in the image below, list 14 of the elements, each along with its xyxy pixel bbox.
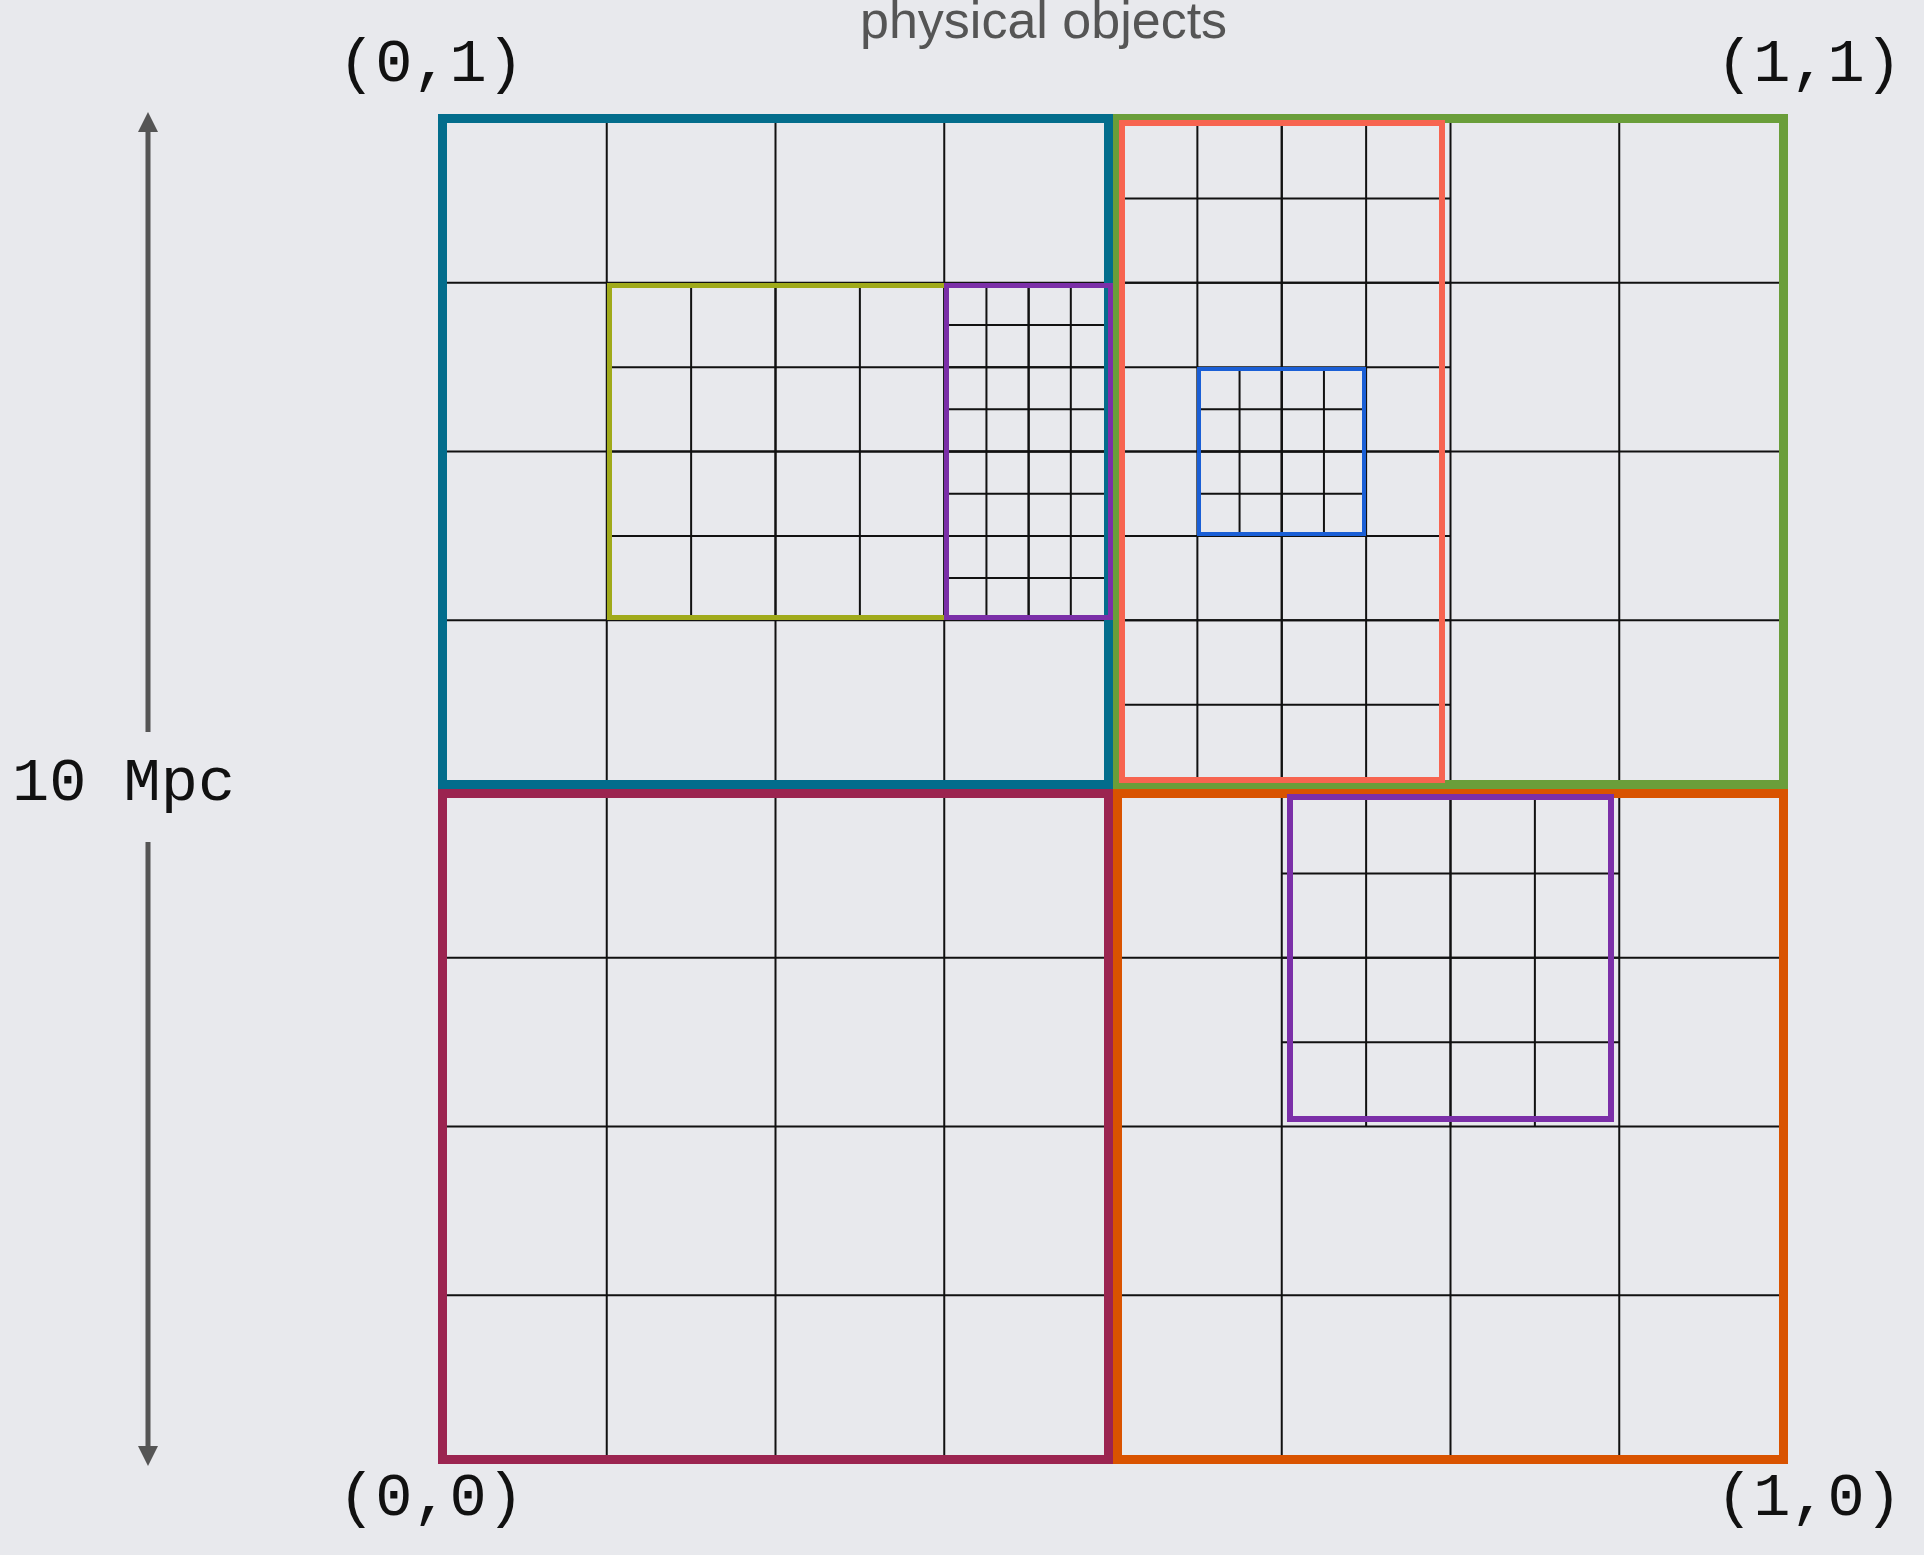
grid-patch-box <box>1113 114 1788 789</box>
coordinate-label: (0,0) <box>338 1468 525 1530</box>
coordinate-label: (1,0) <box>1716 1468 1903 1530</box>
grid-patch-box <box>1113 789 1788 1464</box>
coordinate-label: (0,1) <box>338 34 525 96</box>
grid-patch-box <box>944 282 1113 621</box>
grid-patch-box <box>1197 367 1367 536</box>
coordinate-label: (1,1) <box>1716 34 1903 96</box>
dimension-label: 10 Mpc <box>12 753 236 815</box>
grid-patch-box <box>438 789 1113 1464</box>
grid-patch-box <box>438 114 1113 789</box>
grid-patch-box <box>1286 794 1615 1122</box>
grid-patch-box <box>606 282 1113 621</box>
grid-patch-box <box>1119 120 1445 783</box>
